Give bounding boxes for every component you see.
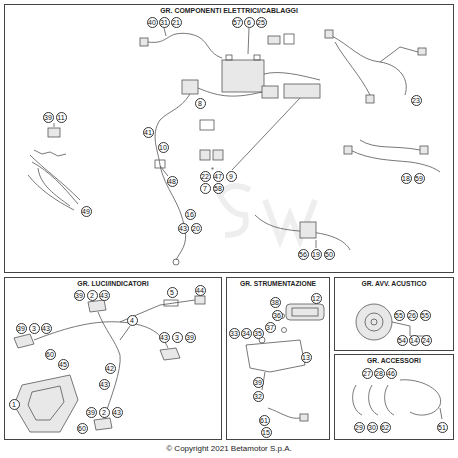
callout-number: 30 bbox=[367, 422, 378, 433]
callout-number: 28 bbox=[374, 368, 385, 379]
callout-number: 59 bbox=[414, 173, 425, 184]
callout-number: 55 bbox=[394, 310, 405, 321]
callout-number: 39 bbox=[74, 290, 85, 301]
callout-number: 7 bbox=[200, 183, 211, 194]
callout-number: 31 bbox=[159, 17, 170, 28]
callout-number: 23 bbox=[411, 95, 422, 106]
callout-number: 3 bbox=[29, 323, 40, 334]
callout-number: 43 bbox=[99, 290, 110, 301]
callout-number: 43 bbox=[159, 332, 170, 343]
callout-number: 29 bbox=[354, 422, 365, 433]
callout-number: 25 bbox=[256, 17, 267, 28]
callout-number: 51 bbox=[437, 422, 448, 433]
callout-number: 15 bbox=[261, 427, 272, 438]
callout-number: 12 bbox=[311, 293, 322, 304]
callout-number: 45 bbox=[58, 359, 69, 370]
callout-number: 62 bbox=[380, 422, 391, 433]
group-heading: GR. COMPONENTI ELETTRICI/CABLAGGI bbox=[5, 5, 453, 15]
callout-number: 39 bbox=[86, 407, 97, 418]
callout-number: 40 bbox=[147, 17, 158, 28]
callout-number: 41 bbox=[143, 127, 154, 138]
callout-number: 44 bbox=[195, 285, 206, 296]
callout-number: 2 bbox=[99, 407, 110, 418]
accessory-parts bbox=[353, 380, 442, 419]
group-heading: GR. LUCI/INDICATORI bbox=[5, 278, 221, 288]
callout-number: 14 bbox=[409, 335, 420, 346]
lights-parts bbox=[14, 296, 205, 432]
callout-number: 43 bbox=[112, 407, 123, 418]
callout-number: 38 bbox=[270, 297, 281, 308]
callout-number: 20 bbox=[191, 223, 202, 234]
callout-number: 39 bbox=[16, 323, 27, 334]
callout-number: 21 bbox=[171, 17, 182, 28]
callout-number: 13 bbox=[301, 352, 312, 363]
callout-number: 27 bbox=[362, 368, 373, 379]
callout-number: 46 bbox=[386, 368, 397, 379]
callout-number: 61 bbox=[259, 415, 270, 426]
callout-number: 22 bbox=[200, 171, 211, 182]
instrument-parts bbox=[246, 304, 324, 421]
callout-number: 3 bbox=[172, 332, 183, 343]
wiring-parts bbox=[28, 28, 440, 265]
callout-number: 6 bbox=[244, 17, 255, 28]
callout-number: 4 bbox=[127, 315, 138, 326]
callout-number: 42 bbox=[105, 363, 116, 374]
callout-number: 18 bbox=[401, 173, 412, 184]
watermark bbox=[265, 200, 315, 240]
callout-number: 36 bbox=[272, 310, 283, 321]
group-heading: GR. STRUMENTAZIONE bbox=[227, 278, 329, 288]
callout-number: 56 bbox=[298, 249, 309, 260]
callout-number: 43 bbox=[41, 323, 52, 334]
callout-number: 60 bbox=[45, 349, 56, 360]
callout-number: 33 bbox=[229, 328, 240, 339]
group-heading: GR. ACCESSORI bbox=[335, 355, 453, 365]
copyright-caption: © Copyright 2021 Betamotor S.p.A. bbox=[0, 444, 458, 453]
callout-number: 34 bbox=[241, 328, 252, 339]
group-panel: GR. COMPONENTI ELETTRICI/CABLAGGI bbox=[4, 4, 454, 273]
callout-number: 50 bbox=[324, 249, 335, 260]
callout-number: 2 bbox=[87, 290, 98, 301]
group-heading: GR. AVV. ACUSTICO bbox=[335, 278, 453, 288]
callout-number: 55 bbox=[420, 310, 431, 321]
callout-number: 57 bbox=[232, 17, 243, 28]
callout-number: 37 bbox=[265, 322, 276, 333]
callout-number: 49 bbox=[81, 206, 92, 217]
callout-number: 11 bbox=[56, 112, 67, 123]
callout-number: 47 bbox=[213, 171, 224, 182]
callout-number: 24 bbox=[421, 335, 432, 346]
callout-number: 10 bbox=[158, 142, 169, 153]
callout-number: 5 bbox=[167, 287, 178, 298]
callout-number: 26 bbox=[407, 310, 418, 321]
callout-number: 32 bbox=[253, 391, 264, 402]
callout-number: 39 bbox=[185, 332, 196, 343]
callout-number: 8 bbox=[195, 98, 206, 109]
callout-number: 35 bbox=[253, 328, 264, 339]
callout-number: 43 bbox=[178, 223, 189, 234]
callout-number: 43 bbox=[99, 379, 110, 390]
callout-number: 1 bbox=[9, 399, 20, 410]
callout-number: 58 bbox=[213, 183, 224, 194]
callout-number: 60 bbox=[77, 423, 88, 434]
callout-number: 39 bbox=[43, 112, 54, 123]
horn-parts bbox=[356, 304, 430, 340]
callout-number: 54 bbox=[397, 335, 408, 346]
callout-number: 9 bbox=[226, 171, 237, 182]
watermark bbox=[220, 186, 250, 235]
callout-number: 39 bbox=[253, 377, 264, 388]
callout-number: 19 bbox=[311, 249, 322, 260]
callout-number: 48 bbox=[167, 176, 178, 187]
callout-number: 16 bbox=[185, 209, 196, 220]
